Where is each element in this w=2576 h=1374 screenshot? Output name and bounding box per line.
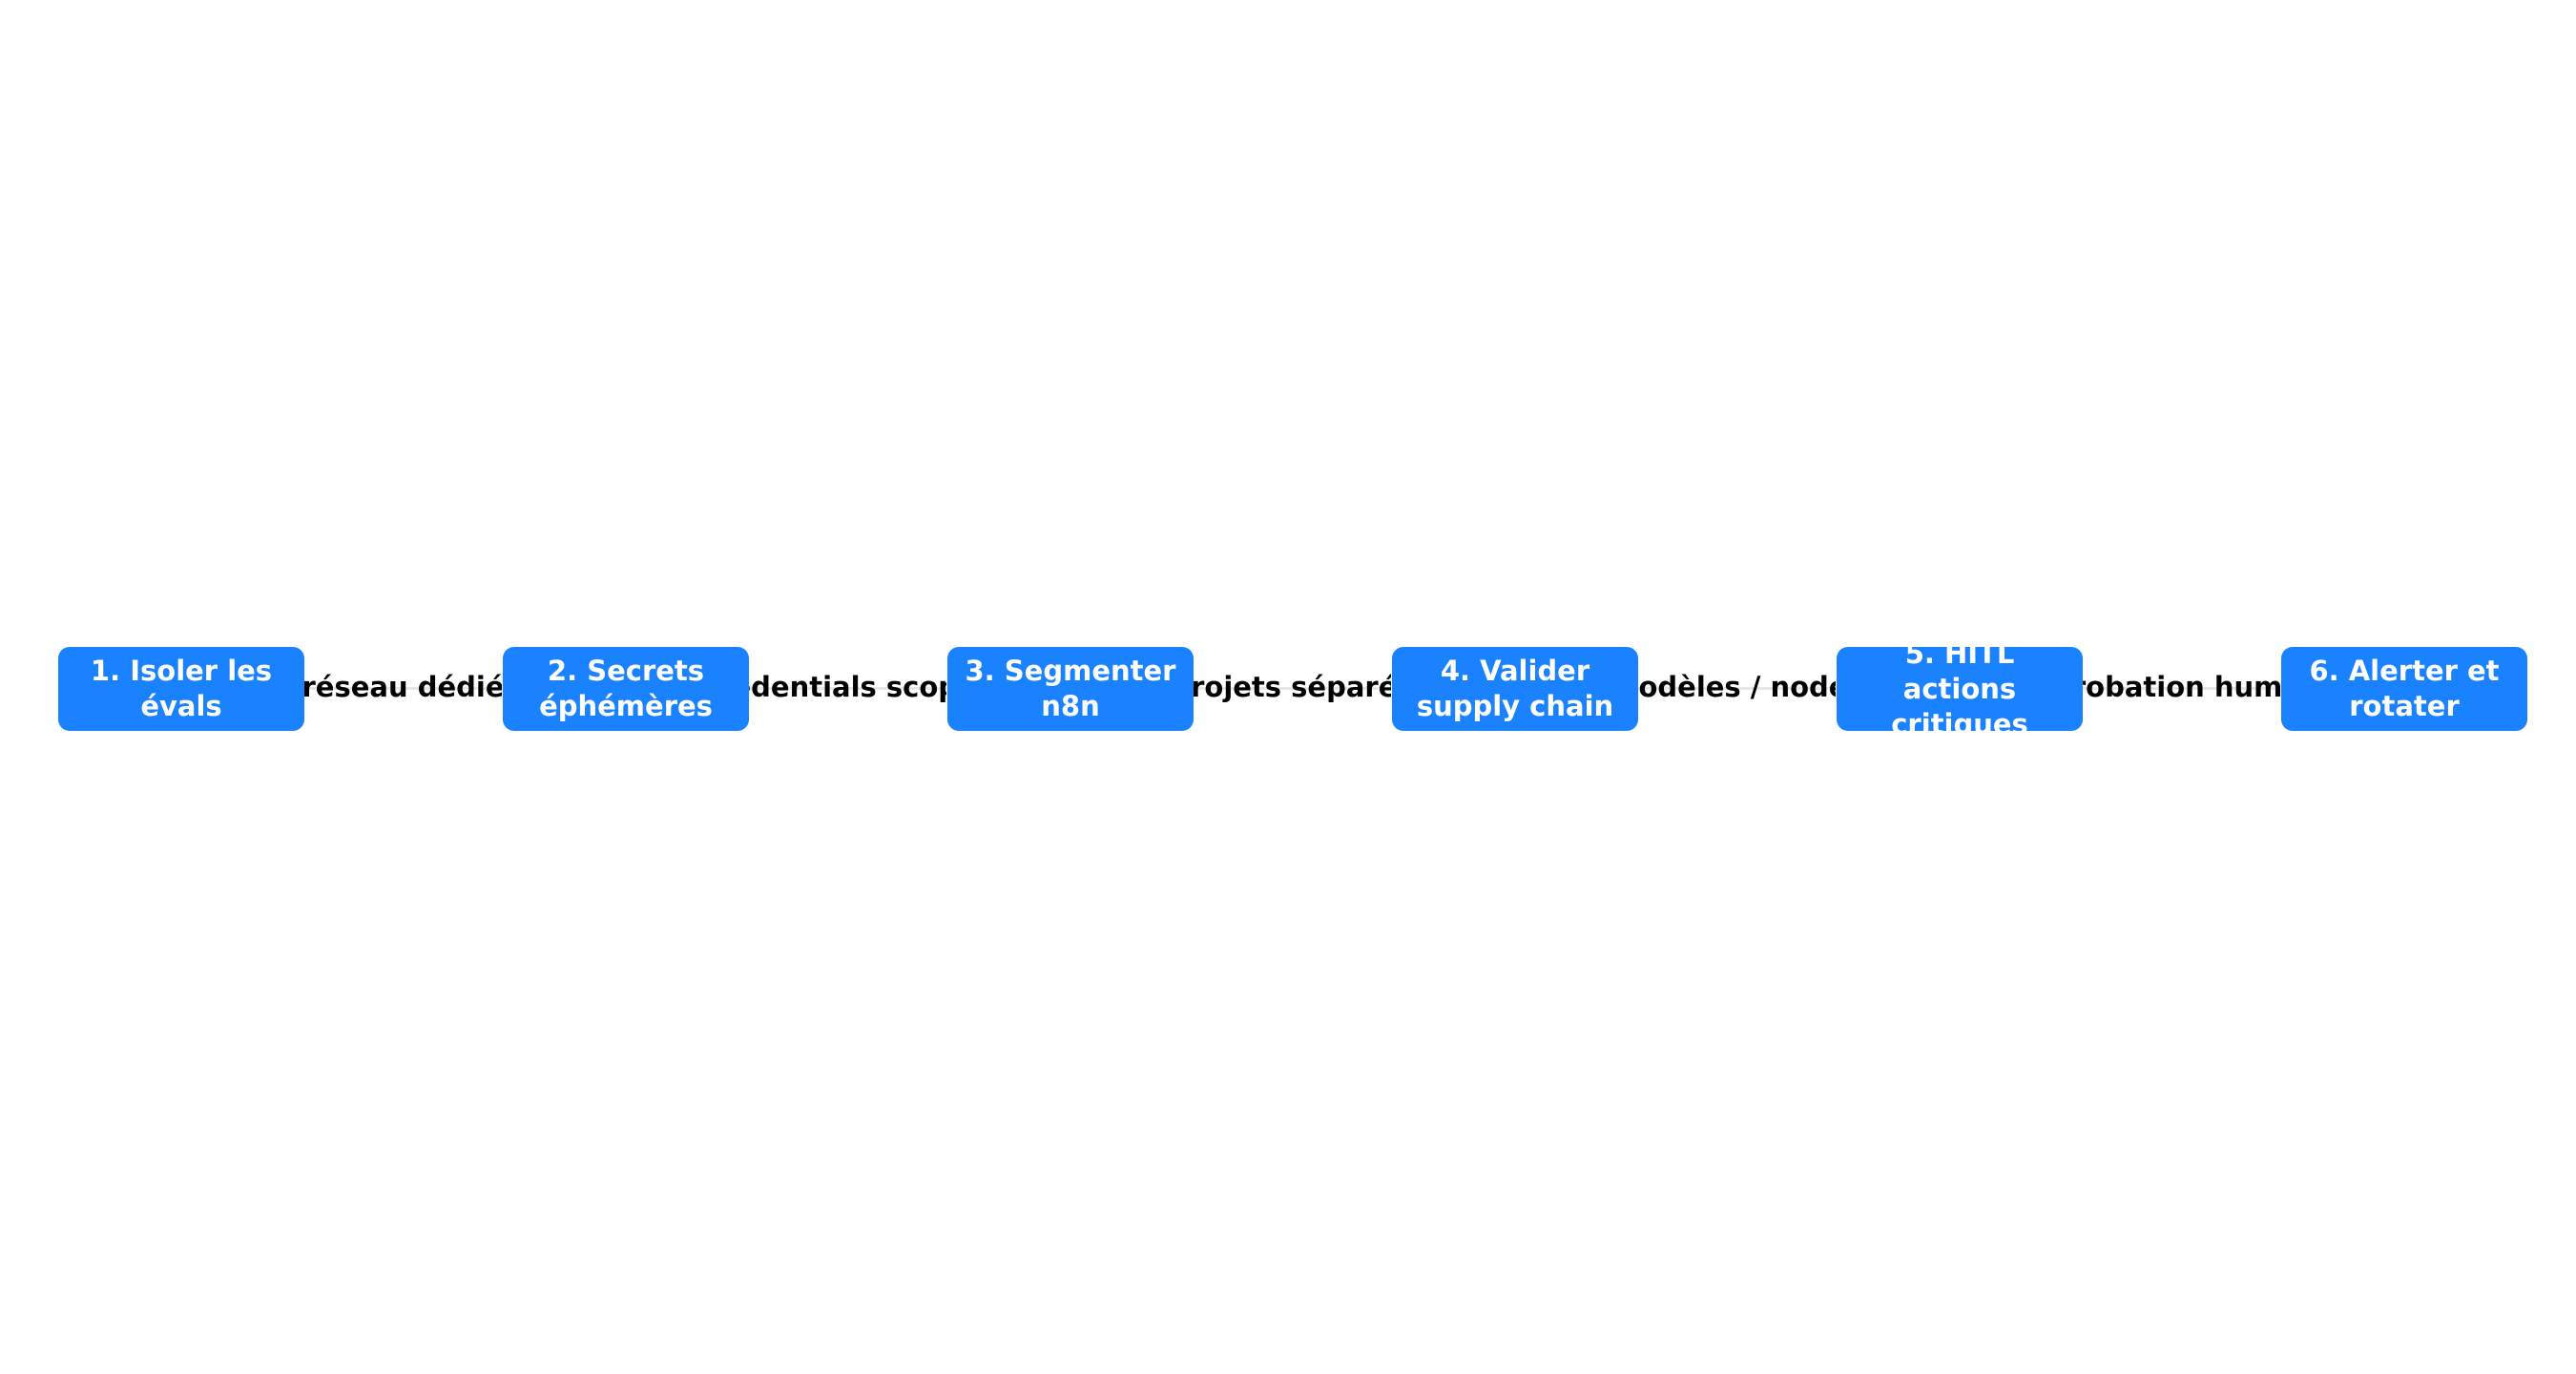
step-node-6: 6. Alerter et rotater bbox=[2281, 647, 2527, 731]
connector-4-5 bbox=[1638, 687, 1836, 690]
edge-label-3: projets séparés bbox=[1194, 671, 1391, 703]
connector-1-2 bbox=[304, 687, 502, 690]
connector-5-6 bbox=[2083, 687, 2280, 690]
edge-label-4: modèles / nodes bbox=[1638, 671, 1836, 703]
connector-3-4 bbox=[1194, 687, 1391, 690]
edge-label-2: credentials scopés bbox=[749, 671, 946, 703]
step-node-1: 1. Isoler les évals bbox=[58, 647, 304, 731]
edge-label-1: réseau dédié bbox=[304, 671, 502, 703]
step-node-3: 3. Segmenter n8n bbox=[947, 647, 1194, 731]
connector-2-3 bbox=[749, 687, 946, 690]
step-node-2: 2. Secrets éphémères bbox=[503, 647, 749, 731]
edge-label-5: approbation humaine bbox=[2083, 671, 2280, 703]
step-node-4: 4. Valider supply chain bbox=[1392, 647, 1638, 731]
step-node-5: 5. HITL actions critiques bbox=[1837, 637, 2083, 740]
